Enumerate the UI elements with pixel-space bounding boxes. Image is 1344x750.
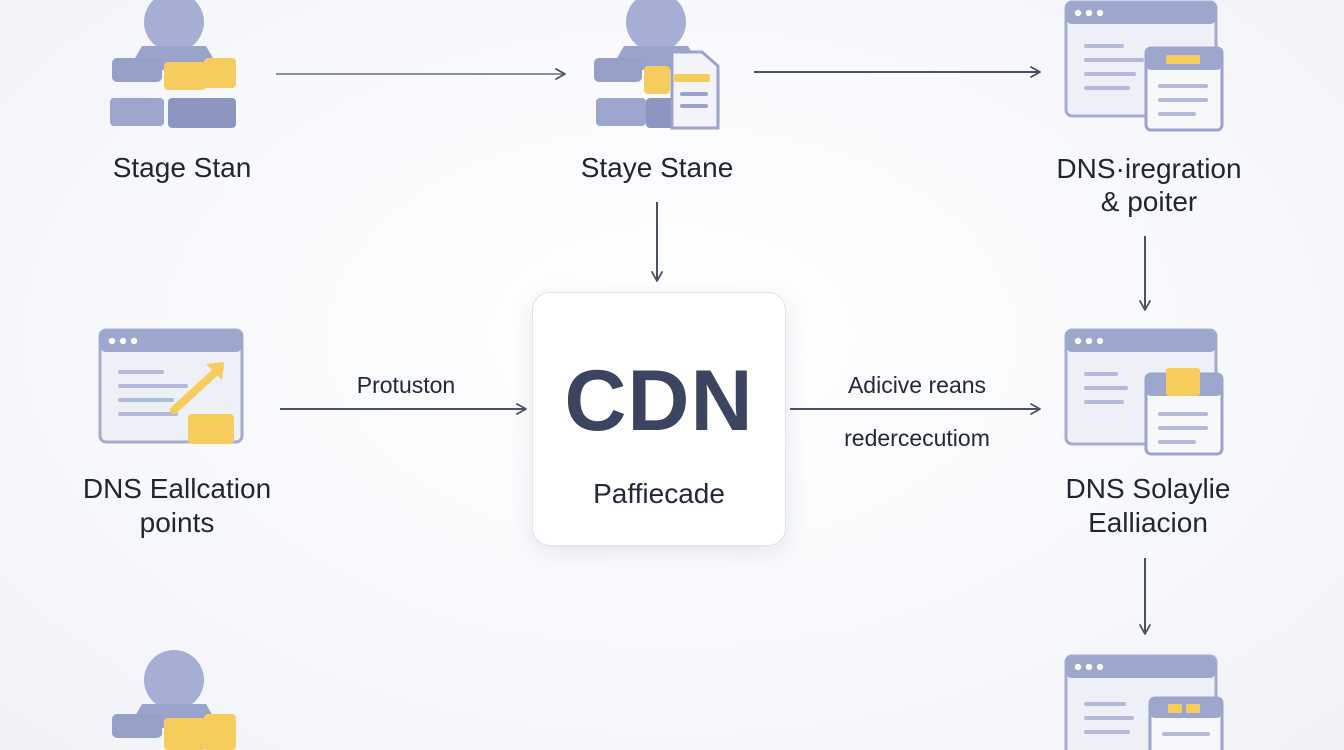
browser-window-icon xyxy=(1064,0,1224,132)
cdn-subtitle: Paffiecade xyxy=(593,478,725,509)
user-blocks-icon-bottom xyxy=(112,650,236,750)
cdn-title: CDN xyxy=(564,353,754,449)
browser-window-icon-2 xyxy=(1064,328,1224,456)
window-chart-icon xyxy=(98,328,244,444)
user-blocks-icon xyxy=(110,0,236,128)
node-label-dns-eallcation-line1: DNS Eallcation xyxy=(82,473,272,504)
node-label-staye-stane: Staye Stane xyxy=(580,152,734,183)
user-document-icon xyxy=(594,0,720,130)
node-label-dns-solaylie-line1: DNS Solaylie xyxy=(1065,473,1231,504)
edge-label-redercecutiom: redercecutiom xyxy=(844,425,990,451)
edge-label-protuston: Protuston xyxy=(356,372,456,398)
node-label-dns-eallcation-line2: points xyxy=(139,507,215,538)
node-label-dns-iregration-line1: DNS·iregration xyxy=(1056,153,1242,184)
edge-label-adicive-reans: Adicive reans xyxy=(847,372,987,398)
node-label-dns-solaylie-line2: Ealliacion xyxy=(1088,507,1208,538)
node-label-dns-iregration-line2: & poiter xyxy=(1100,186,1198,217)
cdn-node: CDN Paffiecade xyxy=(532,292,786,546)
browser-window-icon-bottom xyxy=(1064,654,1224,750)
node-label-stage-stan: Stage Stan xyxy=(112,152,252,183)
